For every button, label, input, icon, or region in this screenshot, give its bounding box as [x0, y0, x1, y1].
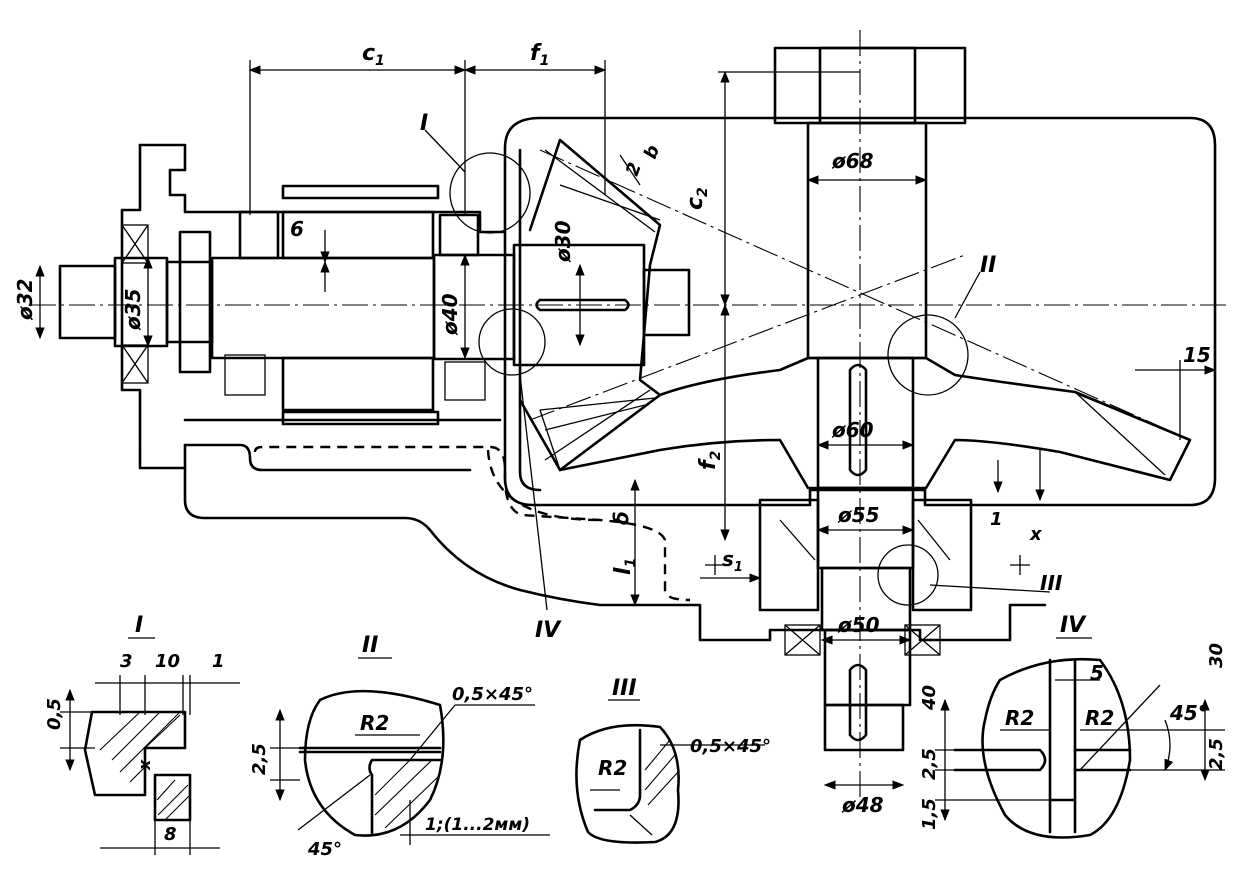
detail-III-dim-r2: R2 [598, 756, 627, 780]
dimension-lines [35, 60, 1217, 790]
dim-d60: ø60 [831, 418, 874, 442]
dim-d48: ø48 [841, 793, 884, 817]
detail-IV-dim-40: 40 [919, 685, 940, 711]
dim-15: 15 [1183, 343, 1211, 367]
detail-IV-title: IV [1060, 613, 1087, 638]
dim-d30: ø30 [551, 220, 575, 263]
dim-d40: ø40 [438, 293, 462, 336]
cross-markers [705, 555, 1030, 575]
detail-II-dim-r2: R2 [360, 711, 389, 735]
detail-I-dim-x: x [135, 759, 154, 771]
centerlines [30, 30, 1230, 800]
dim-d32: ø32 [13, 278, 37, 321]
detail-IV: IV 5 R2 R2 45° 40 30 2,5 1,5 2,5 [919, 613, 1227, 839]
detail-I: I 3 10 1 0,5 x 8 [44, 613, 240, 855]
callout-II: II [980, 253, 996, 278]
detail-IV-dim-30: 30 [1206, 643, 1227, 668]
callout-III: III [1040, 571, 1063, 595]
dim-2: 2 [622, 160, 646, 179]
detail-II-dim-chamfer: 0,5×45° [452, 684, 533, 705]
detail-I-dim-10: 10 [155, 651, 180, 672]
dim-delta: δ [609, 511, 633, 525]
dimension-labels: c1 f1 c2 f2 l1 s1 b 2 6 ø68 ø60 ø55 ø50 … [13, 41, 1211, 817]
dim-6: 6 [290, 217, 304, 241]
pinion-bearing-housing [120, 143, 1047, 642]
dim-f1: f1 [530, 41, 549, 69]
detail-circles [449, 152, 969, 606]
pinion-shaft [58, 210, 691, 412]
detail-I-dim-05: 0,5 [44, 698, 65, 730]
gearbox-housing [503, 116, 1217, 507]
callouts: I II IV III [420, 111, 1063, 643]
detail-IV-dim-45: 45° [1169, 701, 1208, 725]
dim-x: x [1029, 524, 1043, 545]
detail-IV-dim-r2-a: R2 [1005, 706, 1034, 730]
detail-III-title: III [612, 676, 637, 701]
dim-c2: c2 [683, 187, 711, 210]
detail-IV-dim-25-a: 2,5 [919, 748, 940, 780]
detail-IV-dim-25-b: 2,5 [1206, 738, 1227, 770]
dim-l1: l1 [611, 558, 639, 575]
dim-d35: ø35 [121, 288, 145, 331]
detail-II: II R2 0,5×45° 2,5 45° 1;(1...2мм) [249, 633, 550, 860]
detail-I-title: I [135, 613, 143, 638]
dim-b: b [640, 142, 664, 161]
dim-s1: s1 [722, 547, 743, 575]
detail-II-dim-25: 2,5 [249, 743, 270, 775]
detail-I-dim-8: 8 [164, 824, 177, 845]
dim-1: 1 [990, 509, 1003, 530]
dim-d55: ø55 [837, 503, 880, 527]
detail-II-dim-gap: 1;(1...2мм) [425, 815, 530, 835]
dim-c1: c1 [362, 41, 385, 69]
detail-III: III R2 0,5×45° [575, 676, 771, 844]
detail-IV-dim-5: 5 [1090, 661, 1104, 685]
detail-IV-dim-r2-b: R2 [1085, 706, 1114, 730]
detail-III-dim-chamfer: 0,5×45° [690, 736, 771, 757]
callout-IV: IV [535, 618, 562, 643]
detail-IV-dim-15: 1,5 [919, 798, 940, 830]
dim-f2: f2 [696, 451, 724, 470]
detail-I-dim-3: 3 [120, 651, 133, 672]
pinion-bevel-gear [518, 138, 662, 472]
dim-d68: ø68 [831, 149, 874, 173]
wheel-shaft [758, 46, 973, 752]
detail-II-dim-45: 45° [307, 839, 342, 860]
callout-I: I [420, 111, 428, 136]
detail-I-dim-1: 1 [212, 651, 225, 672]
detail-II-title: II [362, 633, 378, 658]
dim-d50: ø50 [837, 613, 880, 637]
